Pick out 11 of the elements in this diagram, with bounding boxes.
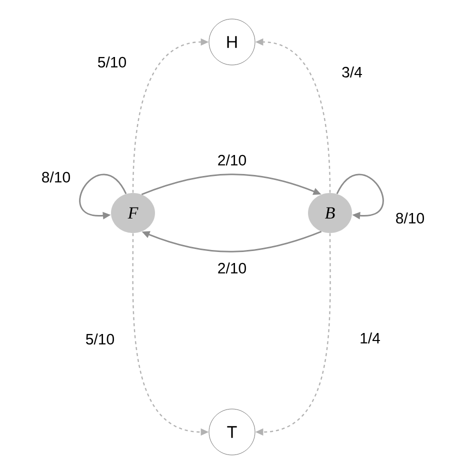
edge-label: 3/4 [340, 65, 364, 79]
edge-label: 8/10 [40, 170, 72, 184]
edge-label: 2/10 [216, 153, 248, 167]
state-blob: B [308, 193, 352, 233]
state-blob: F [111, 193, 155, 233]
edge-label: 8/10 [394, 211, 426, 225]
edge-label: 5/10 [96, 54, 128, 69]
edge-label: 5/10 [84, 332, 116, 346]
edge-label: 2/10 [216, 261, 248, 275]
arrow [336, 174, 384, 220]
edge-label: 1/4 [358, 330, 382, 345]
